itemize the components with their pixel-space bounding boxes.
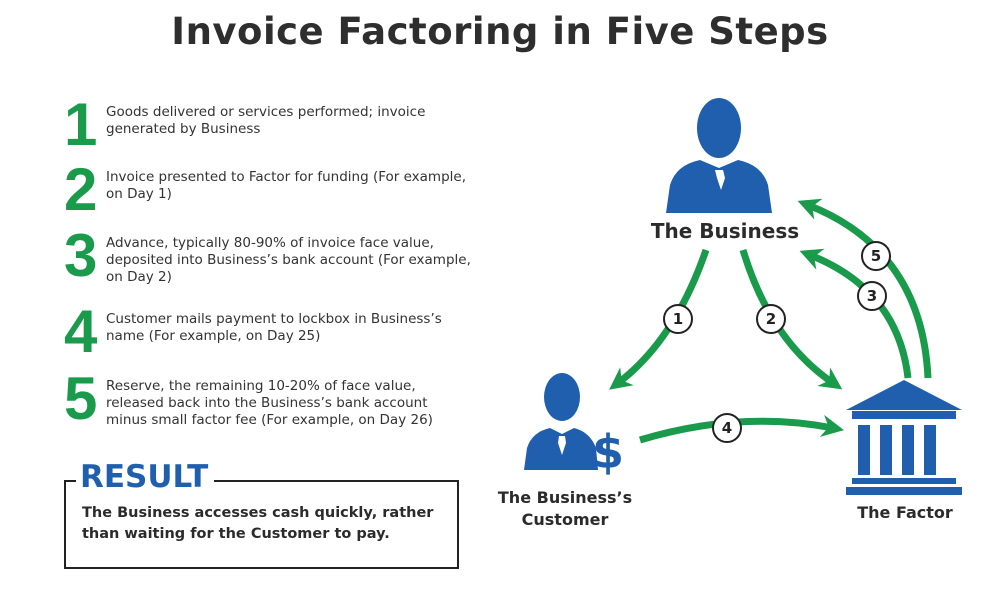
step-badge-3: 3 (857, 281, 887, 311)
step-5: 5 Reserve, the remaining 10-20% of face … (64, 368, 474, 438)
step-badge-5: 5 (861, 241, 891, 271)
bank-building-icon (846, 380, 962, 495)
step-4: 4 Customer mails payment to lockbox in B… (64, 301, 474, 371)
step-3: 3 Advance, typically 80-90% of invoice f… (64, 225, 474, 295)
customer-label: The Business’s Customer (485, 487, 645, 531)
step-text: Advance, typically 80-90% of invoice fac… (106, 235, 471, 285)
person-dollar-icon: $ (524, 373, 624, 479)
result-text: The Business accesses cash quickly, rath… (82, 505, 434, 542)
step-number: 4 (64, 298, 98, 365)
customer-label-line1: The Business’s (497, 488, 633, 507)
arrow-5 (797, 198, 932, 379)
step-text: Invoice presented to Factor for funding … (106, 169, 467, 202)
step-number: 2 (64, 156, 98, 223)
step-number: 1 (64, 91, 98, 158)
business-label: The Business (650, 219, 800, 243)
step-badge-2: 2 (756, 304, 786, 334)
step-badge-1: 1 (663, 304, 693, 334)
step-text: Goods delivered or services performed; i… (106, 104, 426, 137)
factor-label: The Factor (857, 503, 953, 522)
step-number: 3 (64, 222, 98, 289)
result-label: RESULT (76, 459, 215, 495)
person-with-tie-icon (666, 98, 772, 213)
step-2: 2 Invoice presented to Factor for fundin… (64, 159, 474, 229)
customer-label-line2: Customer (521, 510, 609, 529)
step-1: 1 Goods delivered or services performed;… (64, 94, 474, 164)
svg-text:$: $ (592, 425, 624, 479)
step-text: Customer mails payment to lockbox in Bus… (106, 311, 442, 344)
step-text: Reserve, the remaining 10-20% of face va… (106, 378, 433, 428)
result-box (64, 480, 459, 569)
step-number: 5 (64, 365, 98, 432)
page-title: Invoice Factoring in Five Steps (171, 10, 829, 53)
step-badge-4: 4 (712, 413, 742, 443)
